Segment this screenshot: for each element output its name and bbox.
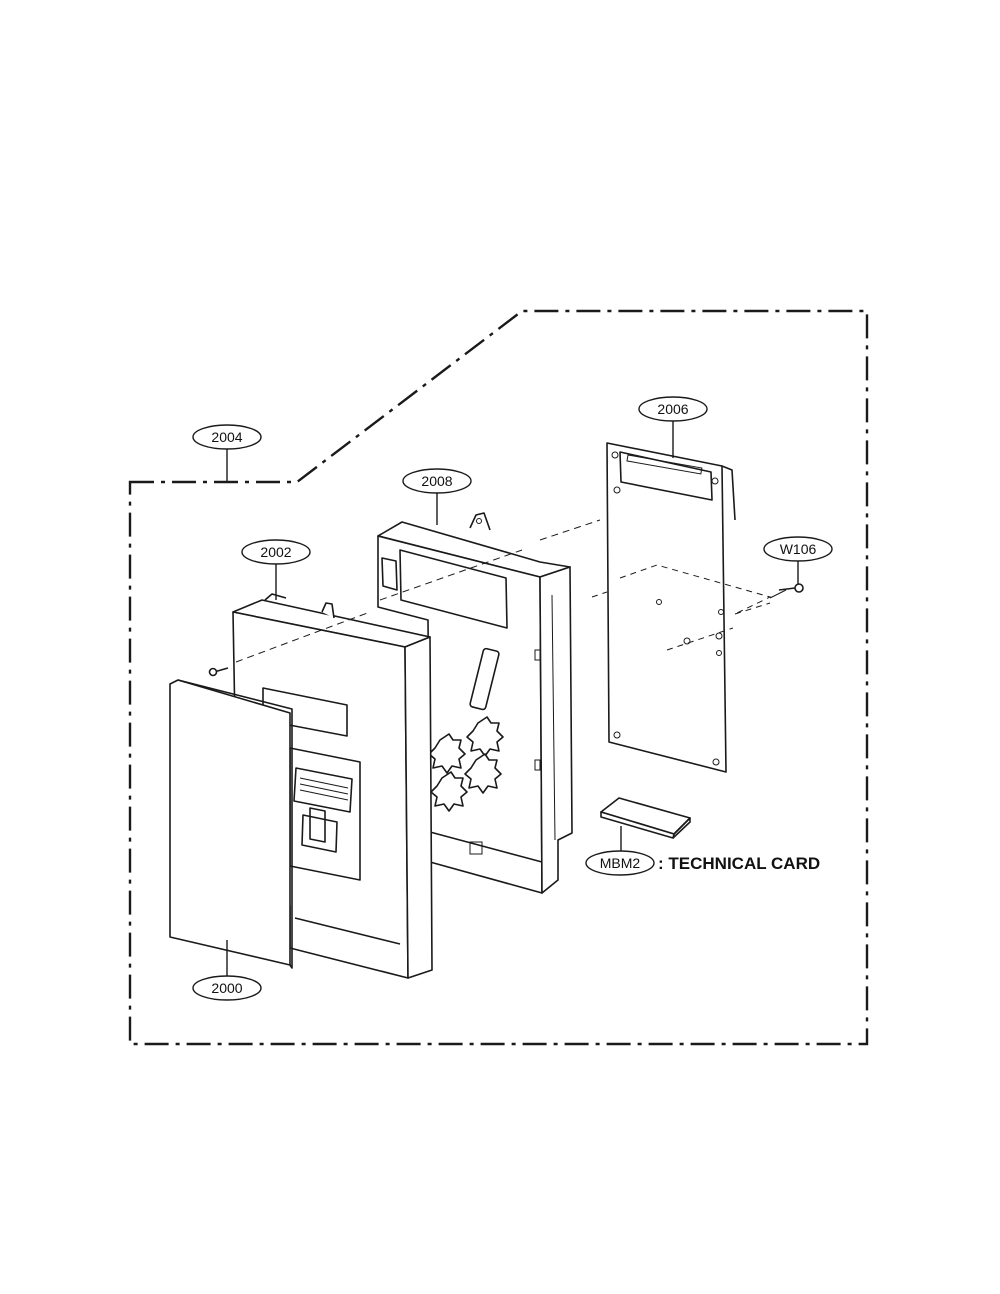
part-mbm2-technical-card xyxy=(600,797,691,839)
callout-2002-label: 2002 xyxy=(260,544,291,560)
callout-2008-label: 2008 xyxy=(421,473,452,489)
callout-mbm2: MBM2 : TECHNICAL CARD xyxy=(585,826,820,876)
part-w106-screw xyxy=(769,583,804,599)
callout-w106-label: W106 xyxy=(780,541,817,557)
callout-2002: 2002 xyxy=(241,539,311,600)
callout-2008: 2008 xyxy=(402,468,472,525)
callout-2000: 2000 xyxy=(192,940,262,1001)
technical-card-label: : TECHNICAL CARD xyxy=(658,854,820,873)
callout-w106: W106 xyxy=(763,536,833,585)
part-2000-front-cover xyxy=(169,679,293,969)
callout-2004: 2004 xyxy=(192,424,262,482)
part-2006-pcb xyxy=(591,442,772,773)
part-2002-screw xyxy=(208,667,229,677)
callout-2006: 2006 xyxy=(638,396,708,458)
alignment-lines xyxy=(235,519,601,663)
callout-2004-label: 2004 xyxy=(211,429,242,445)
callout-2000-label: 2000 xyxy=(211,980,242,996)
callout-2006-label: 2006 xyxy=(657,401,688,417)
callout-mbm2-label: MBM2 xyxy=(600,855,641,871)
part-2008-bracket xyxy=(377,512,573,894)
